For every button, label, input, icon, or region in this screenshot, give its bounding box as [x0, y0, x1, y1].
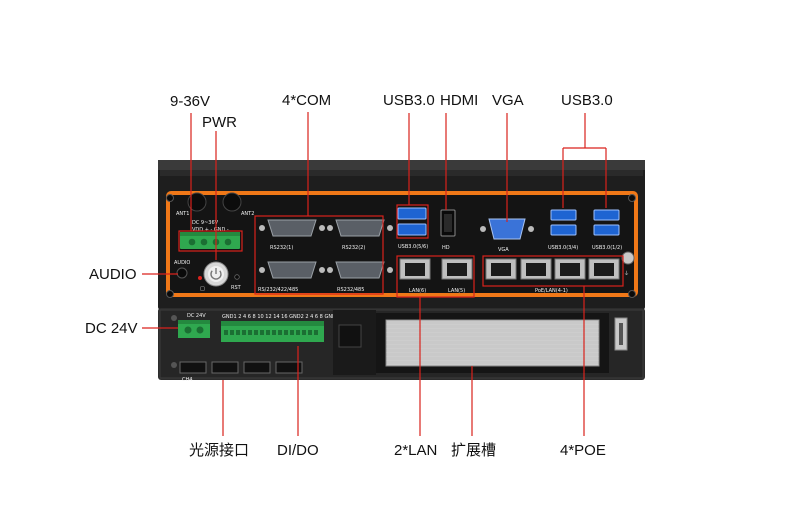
hdd-icon: □	[200, 286, 205, 292]
callout-hdmi: HDMI	[440, 92, 479, 109]
com-port-4[interactable]	[327, 261, 393, 279]
callout-dido: DI/DO	[277, 442, 319, 459]
ant1-jack	[187, 192, 207, 212]
dc24-terminal[interactable]	[178, 320, 210, 338]
lower-screw-left-top	[171, 315, 177, 321]
usb-left-label: USB3.0(5/6)	[398, 244, 428, 250]
dio-pin-label: GND1 2 4 6 8 10 12 14 16 GND2 2 4 6 8 GN…	[222, 314, 339, 320]
vga-port[interactable]	[480, 218, 534, 240]
com-port-3[interactable]	[259, 261, 325, 279]
callout-vga: VGA	[492, 92, 524, 109]
rst-label: RST	[231, 285, 242, 291]
callout-expansion: 扩展槽	[451, 442, 497, 459]
poe-port-3[interactable]	[520, 258, 552, 280]
audio-label: AUDIO	[174, 260, 190, 266]
callout-audio: AUDIO	[89, 266, 137, 283]
callout-dc24: DC 24V	[85, 320, 138, 337]
lan-port-5[interactable]	[441, 258, 473, 280]
hdmi-port[interactable]	[440, 209, 456, 237]
dc-in-label: DC 9~36V	[192, 220, 219, 226]
side-handle	[614, 317, 628, 351]
usb-port-left-stack[interactable]	[397, 207, 427, 236]
poe-port-2[interactable]	[554, 258, 586, 280]
callout-com: 4*COM	[282, 92, 332, 109]
ground-icon: ⏚	[624, 270, 629, 277]
panel-screws	[166, 194, 636, 298]
callout-poe: 4*POE	[560, 442, 606, 459]
light-source-ports[interactable]	[179, 361, 303, 374]
ground-screw	[621, 251, 635, 265]
dio-terminal[interactable]	[221, 321, 324, 342]
lan6-label: LAN(6)	[409, 288, 426, 294]
dc-pin-label: VDD + - GND -	[192, 227, 229, 233]
poe-port-4[interactable]	[485, 258, 517, 280]
com1-label: RS232(1)	[270, 245, 293, 251]
dc24-board-label: DC 24V	[187, 313, 206, 319]
callout-lan: 2*LAN	[394, 442, 438, 459]
ant1-label: ANT1	[176, 211, 189, 217]
ant2-jack	[222, 192, 242, 212]
callout-usb-left: USB3.0	[383, 92, 435, 109]
dc-in-terminal[interactable]	[180, 232, 240, 249]
vga-label: VGA	[498, 247, 509, 253]
lan-port-6[interactable]	[399, 258, 431, 280]
poe-port-1[interactable]	[588, 258, 620, 280]
light-channel-label: CH4	[182, 377, 192, 383]
callout-power-in: 9-36V	[170, 93, 211, 110]
hd-label: HD	[442, 245, 450, 251]
lower-screw-left	[171, 362, 177, 368]
reset-button[interactable]	[234, 274, 240, 280]
com3-label: RS/232/422/485	[258, 287, 298, 293]
callout-lines	[142, 112, 624, 436]
com2-label: RS232(2)	[342, 245, 365, 251]
expansion-slot[interactable]	[333, 310, 609, 375]
callout-pwr: PWR	[202, 114, 237, 131]
com-port-2[interactable]	[327, 219, 393, 237]
poe-label: PoE/LAN(4-1)	[535, 288, 568, 294]
usb-34-label: USB3.0(3/4)	[548, 245, 578, 251]
audio-jack[interactable]	[176, 267, 188, 279]
ant2-label: ANT2	[241, 211, 254, 217]
usb-12-label: USB3.0(1/2)	[592, 245, 622, 251]
com4-label: RS232/485	[337, 287, 364, 293]
com-port-1[interactable]	[259, 219, 325, 237]
usb-port-1-2[interactable]	[593, 209, 620, 236]
power-button[interactable]	[203, 261, 229, 287]
lan5-label: LAN(5)	[448, 288, 465, 294]
callout-optical: 光源接口	[189, 442, 250, 459]
power-led	[198, 276, 202, 280]
callout-usb-right: USB3.0	[561, 92, 613, 109]
usb-port-3-4[interactable]	[550, 209, 577, 236]
